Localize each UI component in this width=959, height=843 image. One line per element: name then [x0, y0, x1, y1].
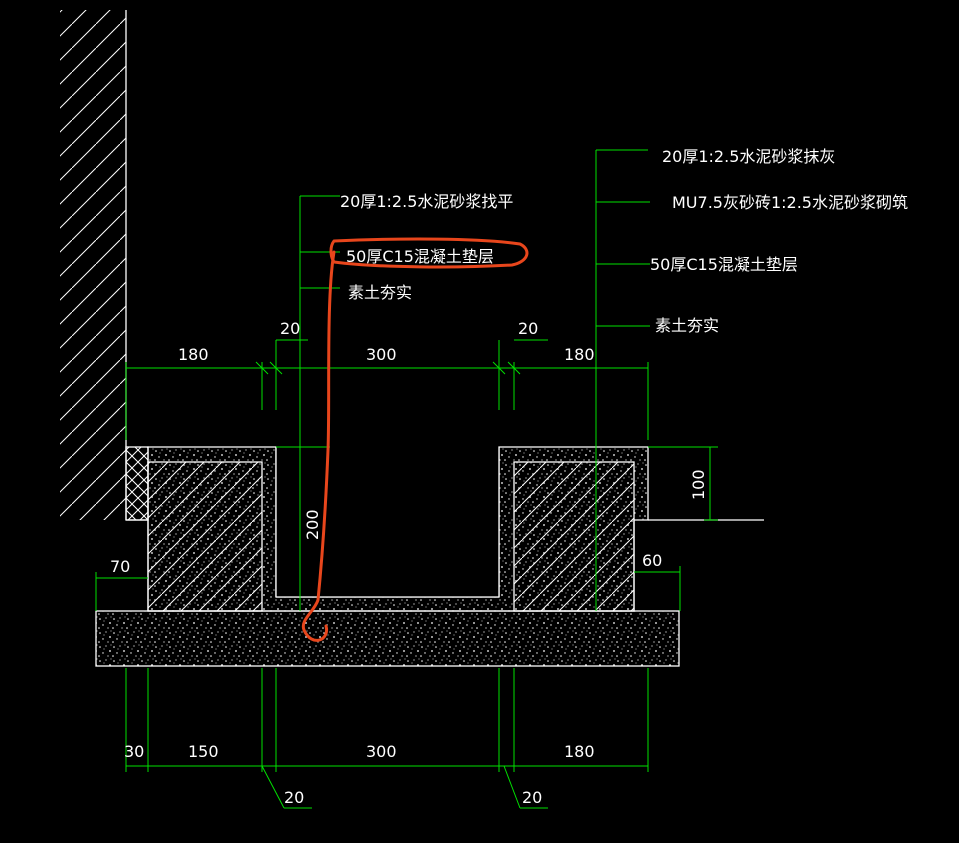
right-leader-lines — [595, 149, 650, 611]
concrete-base-slab — [95, 610, 680, 667]
dim-right-step: 60 — [642, 551, 662, 570]
depth-dimension-line — [276, 196, 330, 611]
dim-left-step: 70 — [110, 557, 130, 576]
dim-bottom-d: 180 — [564, 742, 595, 761]
right-label-concrete: 50厚C15混凝土垫层 — [650, 255, 798, 274]
dim-bottom-right-gap: 20 — [522, 788, 542, 807]
left-label-soil: 素土夯实 — [348, 283, 412, 302]
dim-bottom-b: 150 — [188, 742, 219, 761]
top-dimension-line — [125, 339, 649, 440]
right-label-plaster: 20厚1:2.5水泥砂浆抹灰 — [662, 147, 835, 166]
dim-top-left-wall: 180 — [178, 345, 209, 364]
right-brick-wall — [513, 461, 635, 612]
dim-depth: 200 — [303, 509, 322, 540]
dim-top-right-wall: 180 — [564, 345, 595, 364]
building-wall — [60, 10, 148, 521]
dim-bottom-left-gap: 20 — [284, 788, 304, 807]
height-dimension-line — [648, 446, 718, 521]
bottom-dimension-line — [125, 668, 649, 809]
dim-bottom-a: 30 — [124, 742, 144, 761]
left-label-screed: 20厚1:2.5水泥砂浆找平 — [340, 192, 513, 211]
dim-top-right-gap: 20 — [518, 319, 538, 338]
red-markup-annotation — [301, 237, 529, 642]
left-brick-wall — [125, 446, 263, 612]
right-label-soil: 素土夯实 — [655, 316, 719, 335]
dim-bottom-c: 300 — [366, 742, 397, 761]
step-dimension-lines — [95, 566, 681, 611]
left-label-concrete: 50厚C15混凝土垫层 — [346, 247, 494, 266]
right-label-brick: MU7.5灰砂砖1:2.5水泥砂浆砌筑 — [672, 193, 908, 212]
dim-top-channel: 300 — [366, 345, 397, 364]
dim-height: 100 — [689, 469, 708, 500]
dim-top-left-gap: 20 — [280, 319, 300, 338]
